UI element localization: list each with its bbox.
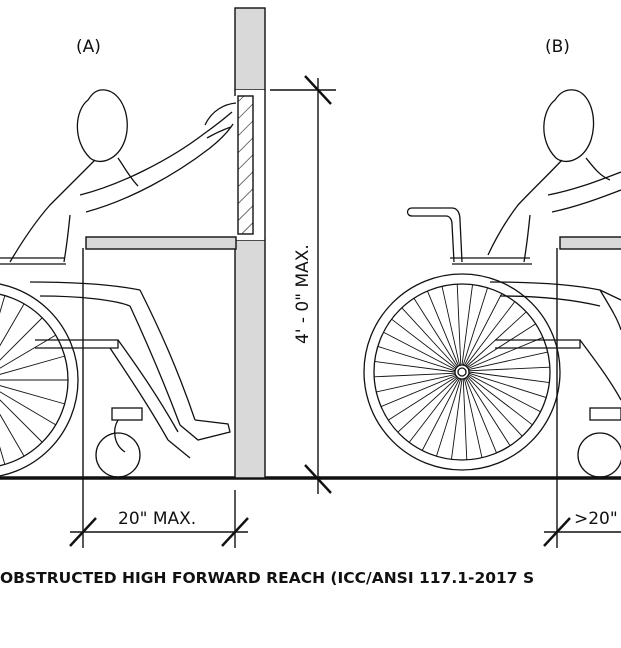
wheel-spoke bbox=[463, 293, 503, 366]
wheel-spoke bbox=[401, 307, 457, 368]
wheel-spoke bbox=[466, 311, 527, 367]
wheel-spoke bbox=[463, 378, 483, 458]
wheel-spoke bbox=[462, 287, 488, 366]
wheel-spokes-a bbox=[0, 294, 68, 466]
wheel-spokes-b bbox=[374, 284, 550, 460]
depth-dimension-b-label: >20" bbox=[574, 509, 618, 529]
wheel-spoke bbox=[397, 377, 458, 433]
wheel-spoke bbox=[374, 372, 456, 378]
wheel-spoke bbox=[408, 377, 459, 443]
counter-obstruction-b bbox=[559, 236, 621, 250]
depth-dimension-a-label: 20" MAX. bbox=[118, 509, 196, 529]
wheel-spoke bbox=[468, 371, 550, 383]
wheel-spoke bbox=[468, 372, 547, 398]
wheel-spoke bbox=[441, 286, 461, 366]
wheel-spoke bbox=[467, 375, 533, 426]
wheel-spoke bbox=[388, 376, 457, 421]
wheel-spoke bbox=[391, 318, 457, 369]
wheel-spoke bbox=[374, 361, 456, 373]
wheel-spoke bbox=[427, 290, 459, 367]
wheel-spoke bbox=[468, 351, 548, 371]
figure-caption: OBSTRUCTED HIGH FORWARD REACH (ICC/ANSI … bbox=[0, 569, 534, 587]
wheel-spoke bbox=[465, 377, 497, 454]
wheel-spoke bbox=[467, 337, 544, 369]
wheel-spoke bbox=[413, 298, 458, 367]
wheel-spoke bbox=[377, 346, 456, 372]
wheel-spoke bbox=[376, 373, 456, 393]
wheel-spoke bbox=[468, 366, 550, 372]
height-dimension-label: 4' - 0" MAX. bbox=[293, 244, 313, 344]
counter-obstruction bbox=[85, 236, 237, 250]
wheel-spoke bbox=[380, 375, 457, 407]
wheel-spoke bbox=[436, 378, 462, 457]
wall bbox=[234, 7, 266, 479]
height-dimension bbox=[270, 75, 336, 494]
panel-a-label: (A) bbox=[76, 37, 101, 57]
wheel-spoke bbox=[383, 331, 456, 371]
wheel-spoke bbox=[466, 377, 511, 446]
wheel-spoke bbox=[465, 301, 516, 367]
depth-dimension-a bbox=[69, 248, 249, 548]
wheel-spoke bbox=[467, 323, 536, 368]
wheel-spoke bbox=[462, 378, 468, 460]
wheelchair-user-b bbox=[363, 89, 621, 478]
depth-dimension-b bbox=[543, 248, 621, 548]
wheel-spoke bbox=[421, 378, 461, 451]
control-element bbox=[237, 95, 254, 235]
wheel-spoke bbox=[456, 284, 462, 366]
wheel-spoke bbox=[451, 378, 463, 460]
panel-b-label: (B) bbox=[545, 37, 570, 57]
wheel-spoke bbox=[467, 376, 523, 437]
wheel-spoke bbox=[468, 373, 541, 413]
wheelchair-user-a bbox=[0, 89, 237, 478]
wheel-spoke bbox=[461, 284, 473, 366]
